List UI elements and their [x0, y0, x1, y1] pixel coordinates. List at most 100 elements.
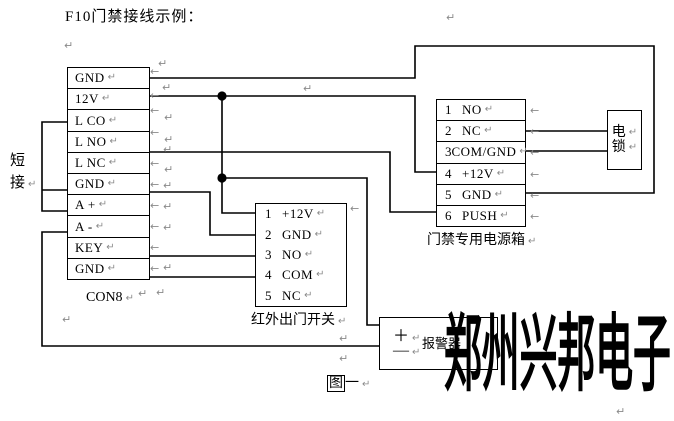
terminal-number: 1 — [445, 102, 452, 118]
return-mark-icon: ↵ — [412, 333, 421, 344]
terminal-row: L NO↵ — [68, 130, 149, 152]
wire-12v-branch-alarm — [222, 177, 379, 326]
figure-boxed-char: 图 — [327, 375, 345, 392]
terminal-row: KEY↵ — [68, 236, 149, 258]
terminal-number: 3 — [265, 247, 272, 263]
wire-gnd-to-powergnd — [150, 45, 655, 194]
terminal-number: 5 — [265, 287, 272, 303]
terminal-name: 12V — [75, 91, 99, 107]
return-mark-icon: ↵ — [163, 143, 173, 156]
terminal-name: NO — [282, 247, 302, 263]
return-mark-icon: ↵ — [519, 146, 528, 158]
return-mark-icon: ↵ — [163, 200, 173, 213]
return-mark-icon: ↵ — [316, 269, 325, 281]
return-mark-icon: ↵ — [484, 125, 493, 137]
lock-char: 电↵ — [611, 125, 638, 140]
return-mark-icon: ↵ — [303, 82, 313, 95]
return-mark-icon: ↵ — [304, 249, 314, 261]
return-mark-icon: ↵ — [362, 379, 371, 390]
con8-terminal-block: GND↵12V↵L CO↵L NO↵L NC↵GND↵A +↵A -↵KEY↵G… — [67, 67, 150, 280]
junction-dot — [217, 91, 227, 101]
terminal-row: A -↵ — [68, 215, 149, 236]
terminal-name: +12V — [282, 206, 314, 222]
return-mark-icon: ↵ — [158, 57, 168, 70]
wire-12v-to-power12v — [150, 95, 436, 173]
terminal-name: A - — [75, 218, 93, 234]
left-arrow-mark-icon: ← — [530, 146, 540, 159]
short-jumper-char: 短 — [10, 153, 26, 169]
terminal-row: L CO↵ — [68, 109, 149, 130]
power-supply-label: 门禁专用电源箱↵ — [427, 233, 537, 248]
terminal-number: 6 — [445, 207, 452, 223]
terminal-row: L NC↵ — [68, 151, 149, 173]
terminal-name: L CO — [75, 112, 106, 128]
return-mark-icon: ↵ — [446, 11, 456, 24]
terminal-row: GND↵ — [68, 173, 149, 194]
alarm-block: ＋↵ —↵ 报警器 — [379, 317, 498, 370]
terminal-name: GND — [75, 176, 105, 192]
return-mark-icon: ↵ — [107, 178, 117, 190]
return-mark-icon: ↵ — [494, 188, 504, 200]
return-mark-icon: ↵ — [156, 286, 166, 299]
terminal-number: 4 — [445, 165, 452, 181]
left-arrow-mark-icon: ← — [150, 126, 160, 139]
return-mark-icon: ↵ — [628, 126, 638, 138]
return-mark-icon: ↵ — [314, 228, 324, 240]
terminal-number: 3 — [445, 144, 452, 160]
return-mark-icon: ↵ — [109, 135, 118, 147]
short-jumper-label: 短 接↵ — [10, 150, 36, 194]
terminal-name: NO — [462, 102, 482, 118]
left-arrow-mark-icon: ← — [530, 104, 540, 117]
return-mark-icon: ↵ — [64, 39, 74, 52]
return-mark-icon: ↵ — [106, 241, 115, 253]
terminal-name: A + — [75, 197, 96, 213]
left-arrow-mark-icon: ← — [530, 125, 540, 138]
terminal-name: +12V — [462, 165, 494, 181]
left-arrow-mark-icon: ← — [350, 202, 360, 215]
junction-dot — [217, 173, 227, 183]
return-mark-icon: ↵ — [107, 262, 117, 274]
return-mark-icon: ↵ — [628, 141, 638, 153]
return-mark-icon: ↵ — [339, 352, 349, 365]
terminal-name: GND — [462, 186, 492, 202]
left-arrow-mark-icon: ← — [150, 262, 160, 275]
return-mark-icon: ↵ — [338, 316, 347, 327]
return-mark-icon: ↵ — [107, 72, 117, 84]
left-arrow-mark-icon: ← — [150, 89, 160, 102]
left-arrow-mark-icon: ← — [530, 168, 540, 181]
page-title: F10门禁接线示例： — [65, 9, 204, 25]
return-mark-icon: ↵ — [62, 313, 72, 326]
terminal-name: GND — [282, 226, 312, 242]
left-arrow-mark-icon: ← — [530, 189, 540, 202]
return-mark-icon: ↵ — [316, 208, 326, 220]
watermark-text: 郑州兴邦电子 — [444, 305, 671, 403]
left-arrow-mark-icon: ← — [150, 241, 160, 254]
terminal-name: GND — [75, 70, 105, 86]
return-mark-icon: ↵ — [164, 111, 174, 124]
terminal-number: 1 — [265, 206, 272, 222]
return-mark-icon: ↵ — [528, 236, 537, 247]
return-mark-icon: ↵ — [163, 261, 173, 274]
terminal-row: GND↵ — [68, 257, 149, 279]
wire-12v-branch-exitswitch — [221, 96, 255, 214]
terminal-number: 4 — [265, 267, 272, 283]
return-mark-icon: ↵ — [164, 163, 174, 176]
terminal-row: A +↵ — [68, 194, 149, 215]
lock-char: 锁↵ — [611, 140, 638, 155]
terminal-name: L NC — [75, 154, 106, 170]
terminal-name: COM/GND — [451, 144, 517, 160]
terminal-row: 12V↵ — [68, 88, 149, 109]
terminal-name: NC — [462, 123, 482, 139]
return-mark-icon: ↵ — [101, 93, 111, 105]
left-arrow-mark-icon: ← — [150, 104, 160, 117]
return-mark-icon: ↵ — [339, 332, 349, 345]
return-mark-icon: ↵ — [108, 114, 118, 126]
left-arrow-mark-icon: ← — [150, 220, 160, 233]
